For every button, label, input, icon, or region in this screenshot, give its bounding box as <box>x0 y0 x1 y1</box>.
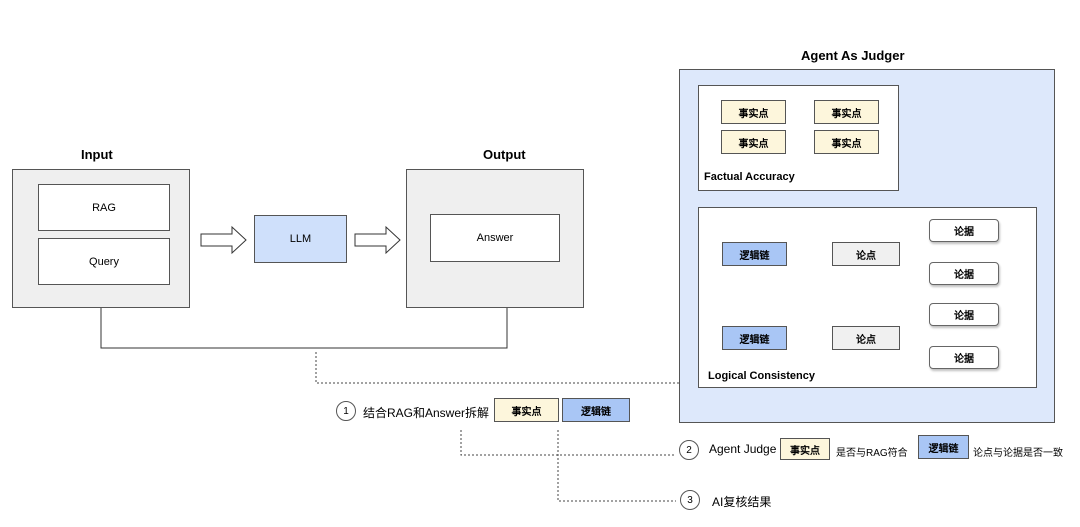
hollow-arrow-llm-output <box>354 225 401 255</box>
step-2-chain-tag: 逻辑链 <box>918 435 969 459</box>
evidence-box: 论据 <box>929 219 999 242</box>
logic-chain-box: 逻辑链 <box>722 242 787 266</box>
step-2-mid-text: 是否与RAG符合 <box>836 448 908 459</box>
argument-box: 论点 <box>832 326 900 350</box>
logical-consistency-label: Logical Consistency <box>708 370 815 382</box>
step-2-fact-tag: 事实点 <box>780 438 830 460</box>
step-2-tail-text: 论点与论据是否一致 <box>973 448 1063 459</box>
llm-box: LLM <box>254 215 347 263</box>
dotted-step3 <box>557 430 676 502</box>
step-1-fact-tag: 事实点 <box>494 398 559 422</box>
step-1-chain-tag: 逻辑链 <box>562 398 630 422</box>
fact-point: 事实点 <box>814 130 879 154</box>
hollow-arrow-input-llm <box>200 225 247 255</box>
step-1-circle: 1 <box>336 401 356 421</box>
answer-box: Answer <box>430 214 560 262</box>
dotted-step2 <box>460 430 675 456</box>
evidence-box: 论据 <box>929 262 999 285</box>
step-3-text: AI复核结果 <box>712 495 772 509</box>
step-3-circle: 3 <box>680 490 700 510</box>
argument-box: 论点 <box>832 242 900 266</box>
step-2-text: Agent Judge <box>709 442 777 456</box>
query-box: Query <box>38 238 170 285</box>
evidence-box: 论据 <box>929 346 999 369</box>
dotted-to-judge <box>315 352 679 384</box>
input-title: Input <box>81 147 113 162</box>
fact-point: 事实点 <box>721 130 786 154</box>
fact-point: 事实点 <box>721 100 786 124</box>
step-1-text: 结合RAG和Answer拆解 <box>363 406 490 420</box>
logic-chain-box: 逻辑链 <box>722 326 787 350</box>
judge-title: Agent As Judger <box>801 48 905 63</box>
evidence-box: 论据 <box>929 303 999 326</box>
input-output-bracket <box>100 308 508 349</box>
fact-point: 事实点 <box>814 100 879 124</box>
output-title: Output <box>483 147 526 162</box>
rag-box: RAG <box>38 184 170 231</box>
factual-accuracy-label: Factual Accuracy <box>704 171 795 183</box>
step-2-circle: 2 <box>679 440 699 460</box>
